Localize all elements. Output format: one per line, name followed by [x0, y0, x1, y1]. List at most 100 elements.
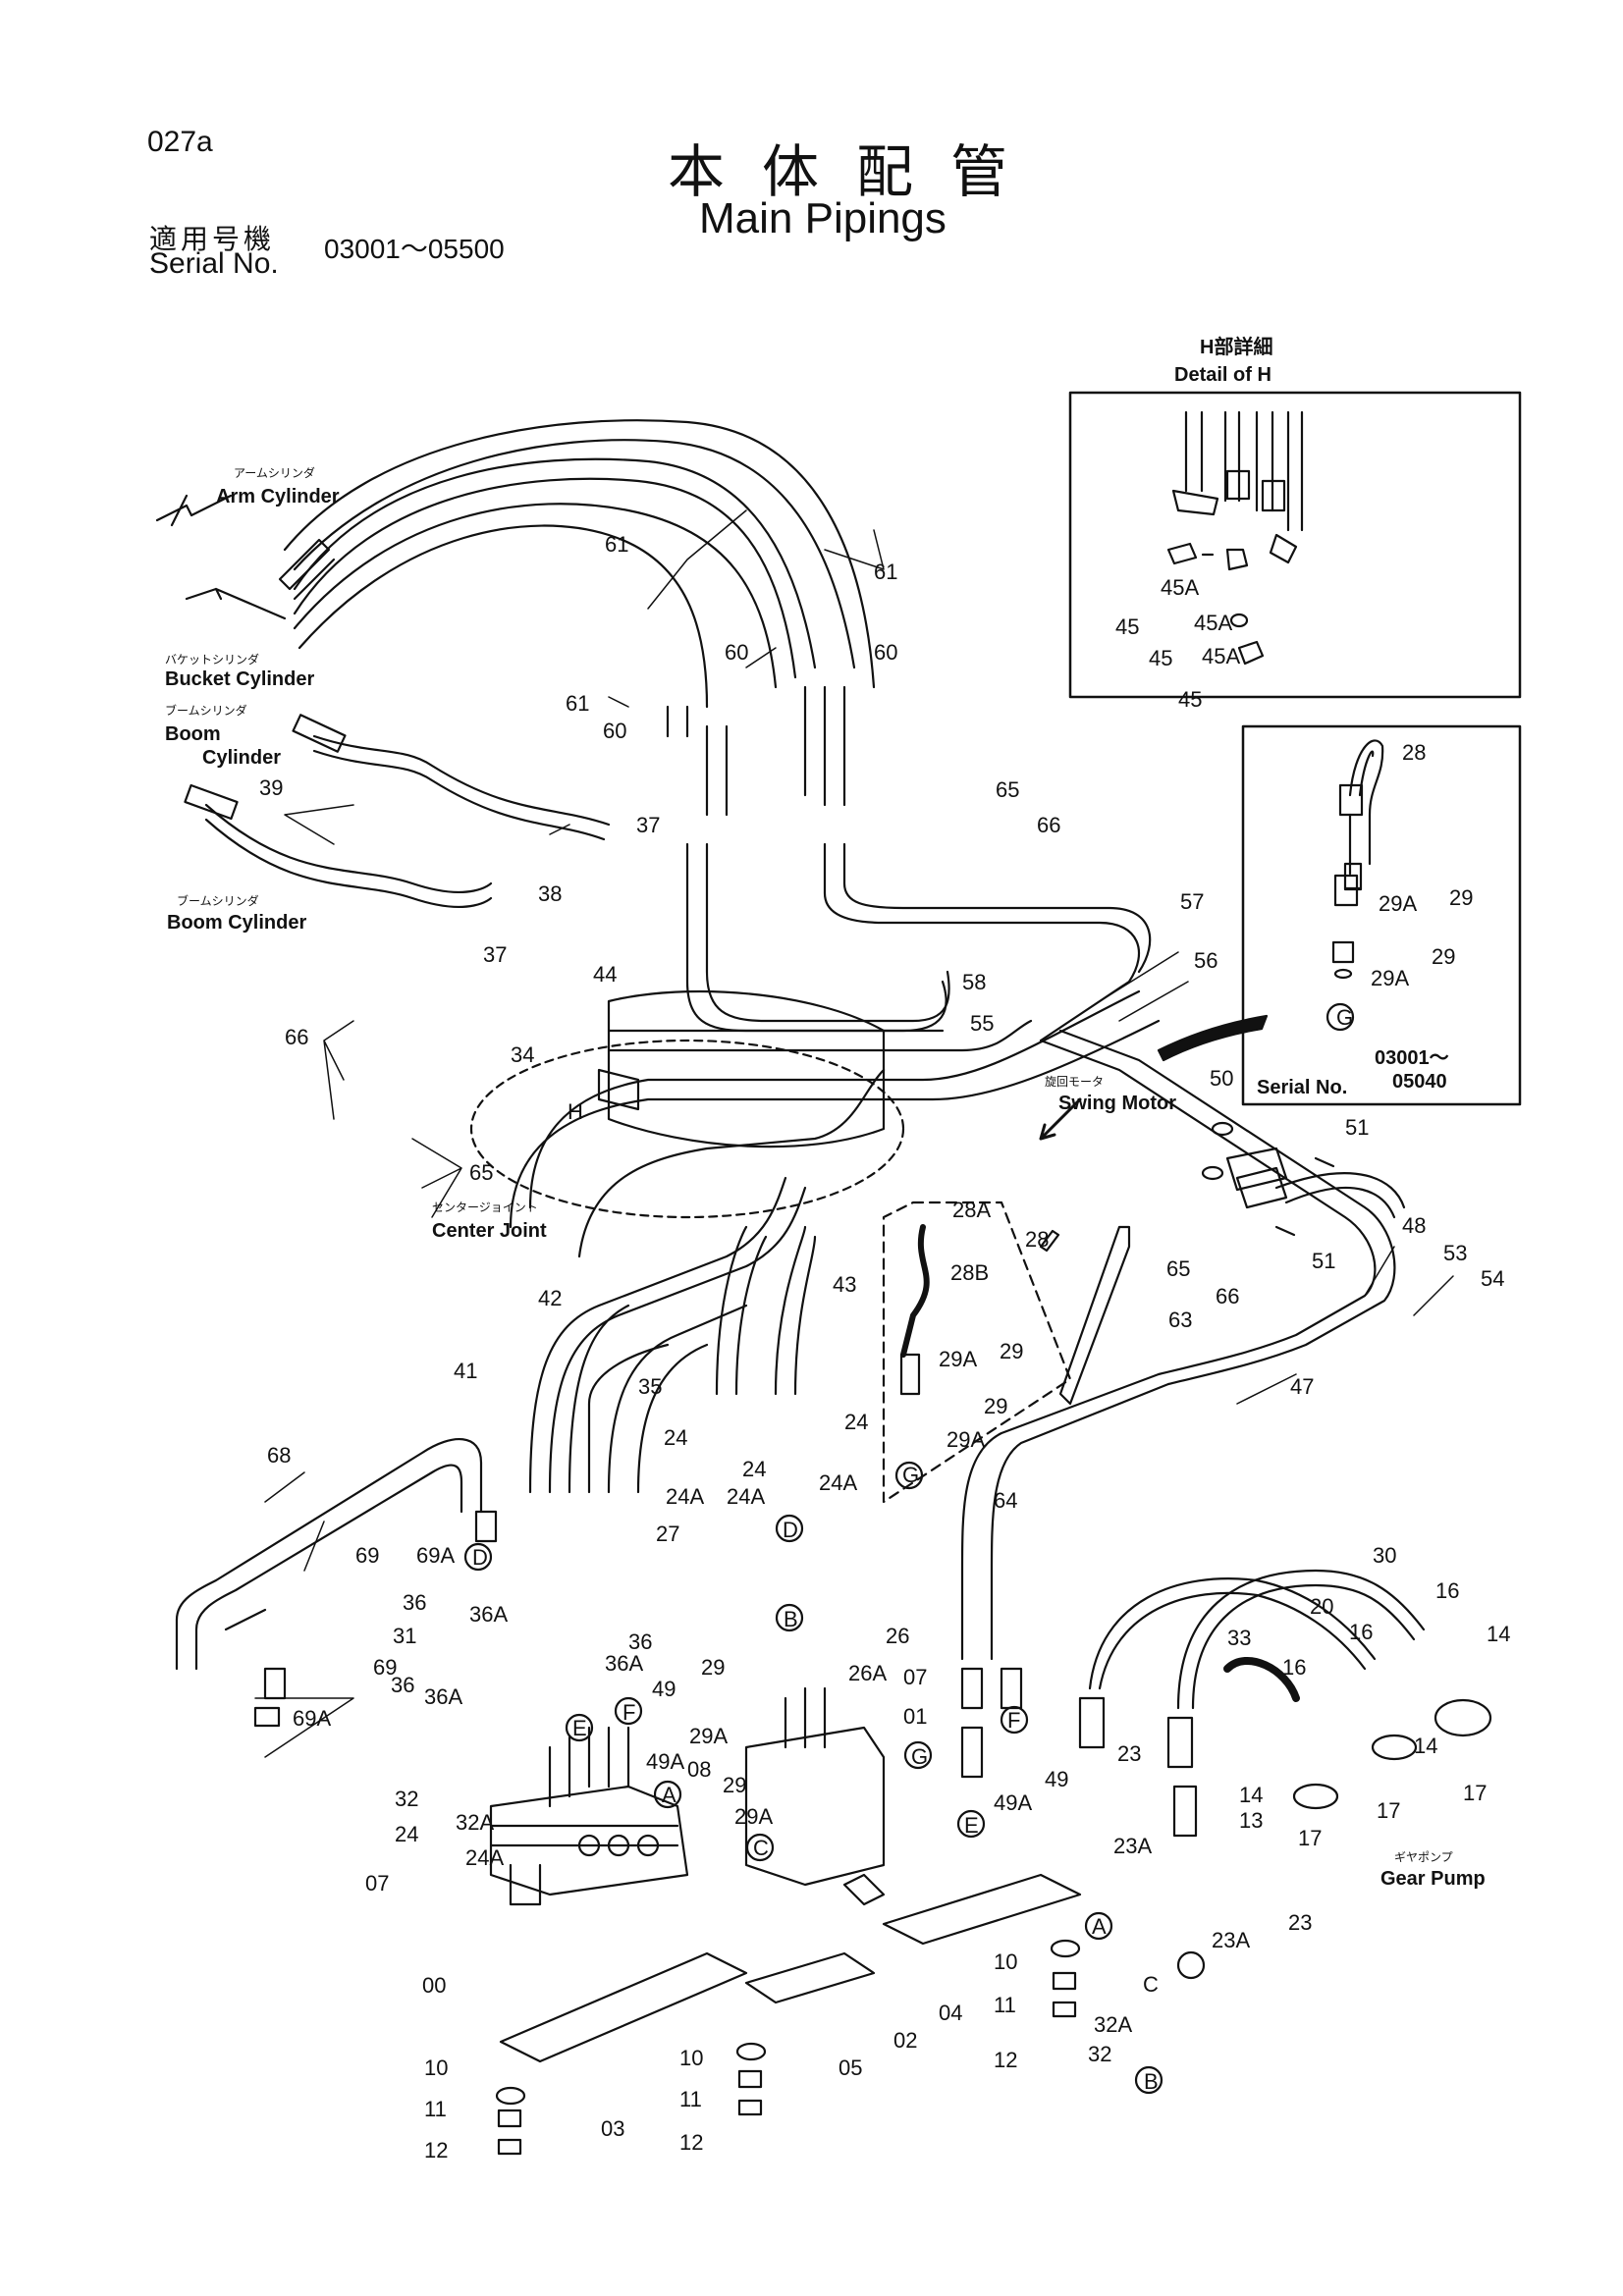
part-number-label: 17	[1377, 1798, 1400, 1823]
part-number-label: 65	[1166, 1256, 1190, 1281]
part-number-label: 45A	[1194, 611, 1232, 635]
plate-04	[882, 1873, 1082, 1946]
part-number-label: E	[964, 1813, 979, 1838]
part-number-label: 13	[1239, 1808, 1263, 1833]
part-number-label: 43	[833, 1272, 856, 1297]
part-number-label: 12	[994, 2048, 1017, 2072]
part-number-label: 61	[605, 532, 628, 557]
callout-bucket-cylinder: Bucket Cylinder	[165, 668, 314, 690]
part-number-label: 60	[725, 640, 748, 665]
detail-28-panel	[1241, 724, 1522, 1106]
part-number-label: 42	[538, 1286, 562, 1310]
part-number-label: 68	[267, 1443, 291, 1468]
callout-boom-cylinder-lower-jp: ブームシリンダ	[177, 893, 259, 908]
part-number-label: 29A	[1379, 891, 1417, 916]
part-number-label: 69	[355, 1543, 379, 1568]
part-number-label: 61	[566, 691, 589, 716]
part-number-label: 11	[679, 2087, 702, 2111]
callout-center-joint: Center Joint	[432, 1220, 547, 1242]
part-number-label: 36	[391, 1673, 414, 1697]
part-number-label: 45	[1178, 687, 1202, 712]
part-number-label: 49	[1045, 1767, 1068, 1791]
part-number-label: 28A	[952, 1198, 991, 1222]
part-number-label: 04	[939, 2001, 962, 2025]
part-number-label: 49A	[646, 1749, 684, 1774]
callout-detail-h-jp: H部詳細	[1200, 335, 1272, 358]
page-title: Main Pipings	[699, 194, 947, 242]
part-number-label: C	[753, 1836, 769, 1860]
part-number-label: 39	[259, 775, 283, 800]
serial-label: Serial No.	[149, 247, 279, 280]
part-number-label: 24A	[727, 1484, 765, 1509]
part-number-label: 29	[984, 1394, 1007, 1418]
part-number-label: 24A	[465, 1845, 504, 1870]
plate-05	[744, 1951, 876, 2004]
part-number-label: 51	[1312, 1249, 1335, 1273]
title-japanese: 本体配管	[668, 138, 1046, 205]
part-number-label: 17	[1463, 1781, 1487, 1805]
part-number-label: F	[622, 1700, 635, 1725]
part-number-label: 37	[636, 813, 660, 837]
part-number-label: 29	[1449, 885, 1473, 910]
part-number-label: 24	[664, 1425, 687, 1450]
part-number-label: 16	[1435, 1578, 1459, 1603]
page-code: 027a	[147, 126, 213, 158]
part-number-label: 24A	[819, 1470, 857, 1495]
main-pipes	[175, 842, 1406, 1671]
part-number-label: 14	[1414, 1734, 1437, 1758]
callout-boom-cylinder-upper-line2: Cylinder	[202, 747, 281, 769]
part-number-label: 11	[424, 2097, 447, 2121]
detail-h-panel	[1068, 391, 1522, 699]
callout-boom-cylinder-upper-jp: ブームシリンダ	[165, 703, 247, 718]
part-number-label: 66	[1216, 1284, 1239, 1308]
part-number-label: 56	[1194, 948, 1217, 973]
part-number-label: 29A	[1371, 966, 1409, 990]
part-number-label: 31	[393, 1624, 416, 1648]
part-number-label: 34	[511, 1042, 534, 1067]
part-number-label: 69A	[293, 1706, 331, 1731]
part-number-label: 54	[1481, 1266, 1504, 1291]
bracket-63	[1058, 1225, 1131, 1406]
part-number-label: H	[568, 1099, 583, 1124]
part-number-label: 12	[679, 2130, 703, 2155]
part-number-label: 29A	[734, 1804, 773, 1829]
control-valve	[489, 1726, 689, 1906]
part-number-label: C	[1143, 1972, 1159, 1997]
callout-gear-pump-jp: ギヤポンプ	[1394, 1850, 1453, 1864]
part-number-label: 28	[1402, 740, 1426, 765]
hose-39-group	[184, 714, 611, 908]
part-number-label: 53	[1443, 1241, 1467, 1265]
part-number-label: 66	[1037, 813, 1060, 837]
part-number-label: 66	[285, 1025, 308, 1049]
part-number-label: 64	[994, 1488, 1017, 1513]
part-number-label: F	[1007, 1708, 1020, 1733]
part-number-label: 35	[638, 1374, 662, 1399]
part-number-label: 02	[893, 2028, 917, 2053]
part-number-label: 07	[365, 1871, 389, 1896]
callout-boom-cylinder-upper-line1: Boom	[165, 723, 221, 745]
swing-motor-arrow	[1157, 1014, 1269, 1062]
part-number-label: 12	[424, 2138, 448, 2163]
part-number-label: 38	[538, 881, 562, 906]
callout-detail-serial-to: 05040	[1392, 1071, 1447, 1093]
part-number-label: 03	[601, 2116, 624, 2141]
part-number-label: G	[902, 1463, 919, 1487]
part-number-label: 48	[1402, 1213, 1426, 1238]
part-number-label: 45	[1115, 614, 1139, 639]
part-number-label: 36A	[424, 1684, 462, 1709]
part-number-label: 47	[1290, 1374, 1314, 1399]
part-number-label: 32A	[1094, 2012, 1132, 2037]
part-number-label: 10	[424, 2056, 448, 2080]
part-number-label: 36	[628, 1629, 652, 1654]
part-number-label: 45A	[1161, 575, 1199, 600]
part-number-label: 23	[1117, 1741, 1141, 1766]
part-number-label: 57	[1180, 889, 1204, 914]
part-number-label: 45A	[1202, 644, 1240, 668]
part-number-label: 37	[483, 942, 507, 967]
part-number-label: 16	[1349, 1620, 1373, 1644]
part-number-label: 23	[1288, 1910, 1312, 1935]
hose-61-group	[278, 419, 876, 817]
part-number-label: 14	[1487, 1622, 1510, 1646]
